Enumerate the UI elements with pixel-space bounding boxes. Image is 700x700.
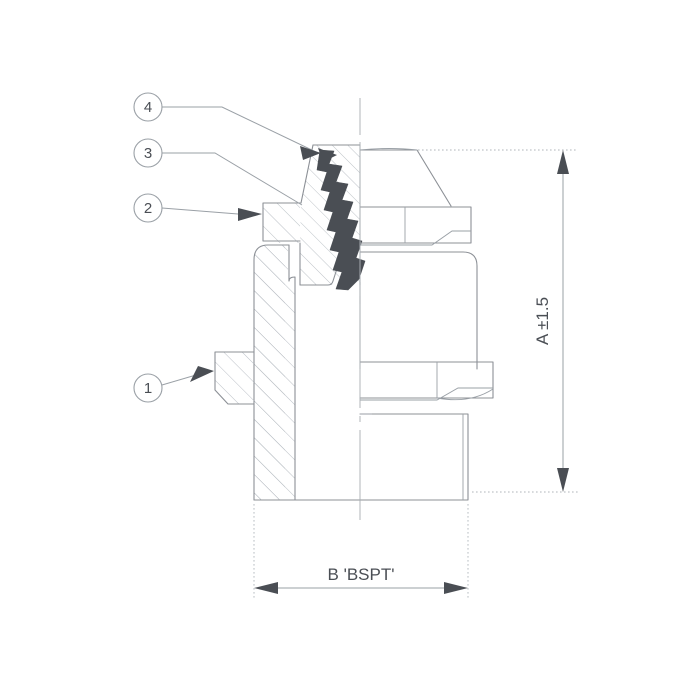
thread-arrow-top (318, 148, 337, 162)
lower-body-bore-left (288, 276, 296, 501)
lower-body-outline-left (253, 244, 290, 501)
balloon-label-2: 2 (144, 200, 152, 217)
leader-line-4 (162, 106, 317, 153)
callout-4[interactable]: 4 (133, 92, 321, 160)
dim-label-B: B 'BSPT' (328, 565, 395, 584)
collar-outline (262, 202, 301, 242)
dim-arrow-B-right (444, 582, 468, 594)
callout-1[interactable]: 1 (133, 366, 214, 403)
lower-hex-chamfer-curve (436, 388, 494, 401)
leader-line-1 (161, 374, 197, 386)
spigot-outline-right (359, 413, 469, 501)
leader-line-2 (161, 207, 239, 215)
leader-arrow-4 (300, 146, 321, 160)
lower-body-hatch-b (254, 245, 295, 500)
dim-label-A: A ±1.5 (533, 297, 552, 345)
thread-arrow-mid (333, 216, 352, 230)
callout-3[interactable]: 3 (133, 138, 303, 206)
flange-outline (214, 351, 255, 405)
leader-arrow-1 (190, 366, 214, 382)
balloon-label-1: 1 (144, 380, 152, 397)
collar-hatch (263, 203, 300, 243)
balloon-label-4: 4 (144, 99, 152, 116)
upper-hex-outline (359, 206, 472, 244)
leader-line-3 (162, 152, 303, 206)
dimension-vertical-A: A ±1.5 (418, 149, 578, 493)
balloon-circle-1[interactable] (133, 373, 163, 403)
dim-arrow-A-top (557, 150, 569, 174)
upper-hex-chamfer-arc (360, 230, 471, 246)
callout-2[interactable]: 2 (133, 193, 262, 223)
balloon-circle-2[interactable] (133, 193, 163, 223)
balloon-circle-4[interactable] (133, 92, 163, 122)
cone-top-arc (359, 148, 418, 151)
lower-hex-outline (359, 361, 494, 399)
balloon-label-3: 3 (144, 145, 152, 162)
balloon-circle-3[interactable] (133, 138, 163, 168)
body-section-left (214, 144, 366, 501)
taper-boss-fillet (327, 252, 343, 286)
leader-arrow-2 (238, 208, 262, 221)
lower-hex-chamfer-arc (360, 387, 493, 401)
dim-arrow-B-left (254, 582, 278, 594)
dim-arrow-A-bottom (557, 468, 569, 492)
barrel-outline-right (359, 251, 478, 370)
dimension-horizontal-B: B 'BSPT' (253, 504, 469, 598)
flange-hatch (215, 352, 254, 404)
